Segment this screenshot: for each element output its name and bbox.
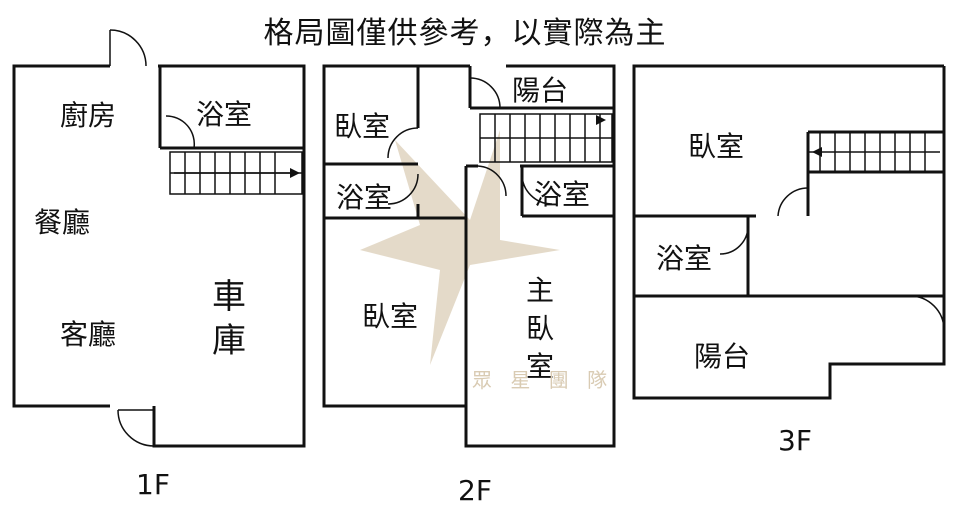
room-garage-1: 車: [212, 277, 246, 317]
floor-label-3f: 3F: [778, 424, 812, 457]
room-balcony-2f: 陽台: [512, 74, 568, 107]
room-bathroom-3f: 浴室: [656, 242, 712, 275]
room-master-2: 臥: [526, 312, 554, 345]
plan-title: 格局圖僅供參考，以實際為主: [263, 16, 667, 51]
room-bedroom-bottom-2f: 臥室: [362, 300, 418, 333]
floor-1f: [12, 29, 306, 448]
room-bathroom-1f: 浴室: [196, 98, 252, 131]
room-kitchen: 廚房: [60, 99, 116, 132]
room-master-1: 主: [526, 274, 554, 307]
watermark-text: 眾 星 團 隊: [472, 368, 614, 392]
floor-label-2f: 2F: [458, 474, 492, 507]
room-dining: 餐廳: [34, 206, 90, 239]
watermark-star-icon: [360, 130, 560, 365]
floor-2f: [322, 64, 616, 448]
floor-label-1f: 1F: [136, 468, 170, 501]
room-bedroom-top-2f: 臥室: [334, 110, 390, 143]
room-master-3: 室: [526, 350, 554, 383]
floor-3f: [632, 64, 946, 400]
room-living: 客廳: [60, 318, 116, 351]
room-garage-2: 庫: [212, 321, 246, 361]
room-bathroom-left-2f: 浴室: [336, 181, 392, 214]
room-balcony-3f: 陽台: [694, 340, 750, 373]
room-bathroom-right-2f: 浴室: [534, 178, 590, 211]
room-bedroom-3f: 臥室: [688, 130, 744, 163]
